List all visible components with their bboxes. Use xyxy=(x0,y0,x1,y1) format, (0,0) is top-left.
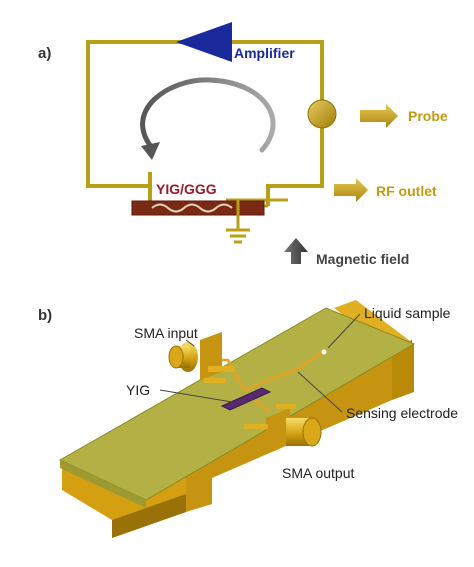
yig-ggg-substrate xyxy=(131,200,265,216)
rf-outlet-arrow-icon xyxy=(334,178,368,202)
spin-wave-icon xyxy=(151,203,233,213)
sma-output-label: SMA output xyxy=(282,465,354,481)
panel-b: b) xyxy=(38,300,458,538)
probe-node-icon xyxy=(307,99,337,129)
probe-arrow-icon xyxy=(360,104,398,128)
sma-input-label: SMA input xyxy=(134,325,198,341)
panel-b-tag: b) xyxy=(38,307,52,324)
sample-label: YIG/GGG xyxy=(156,181,217,197)
panel-a-tag: a) xyxy=(38,45,51,62)
sma-output-connector xyxy=(244,404,322,454)
yig-label: YIG xyxy=(126,382,150,398)
sma-input-callout xyxy=(185,339,195,347)
sensing-electrode-label: Sensing electrode xyxy=(346,405,458,421)
magnetic-field-label: Magnetic field xyxy=(316,251,409,267)
liquid-sample-label: Liquid sample xyxy=(364,305,451,321)
sensing-electrode-trace xyxy=(216,350,323,392)
yig-strip xyxy=(220,387,272,411)
magnetic-field-arrow-icon xyxy=(284,238,308,264)
ground-icon xyxy=(226,228,250,244)
amplifier-label: Amplifier xyxy=(234,45,295,61)
right-crop-mask xyxy=(458,290,474,450)
sensing-electrode-callout xyxy=(297,371,343,413)
output-trace xyxy=(251,397,271,413)
board-right-block-side xyxy=(392,344,414,400)
liquid-sample-callout xyxy=(327,313,361,349)
sma-input-connector xyxy=(168,332,234,383)
probe-label: Probe xyxy=(408,108,448,124)
board-front-edge xyxy=(60,460,146,508)
liquid-sample-dot xyxy=(321,349,327,355)
yig-callout xyxy=(159,389,233,403)
circulation-arrow-icon xyxy=(140,77,276,153)
board-left-block-end xyxy=(112,494,186,538)
amplifier-icon xyxy=(176,22,232,62)
rf-outlet-label: RF outlet xyxy=(376,183,437,199)
panel-a: a) Amplifier Probe YIG/GGG RF xyxy=(38,22,448,267)
circulation-arrowhead-icon xyxy=(141,142,160,160)
